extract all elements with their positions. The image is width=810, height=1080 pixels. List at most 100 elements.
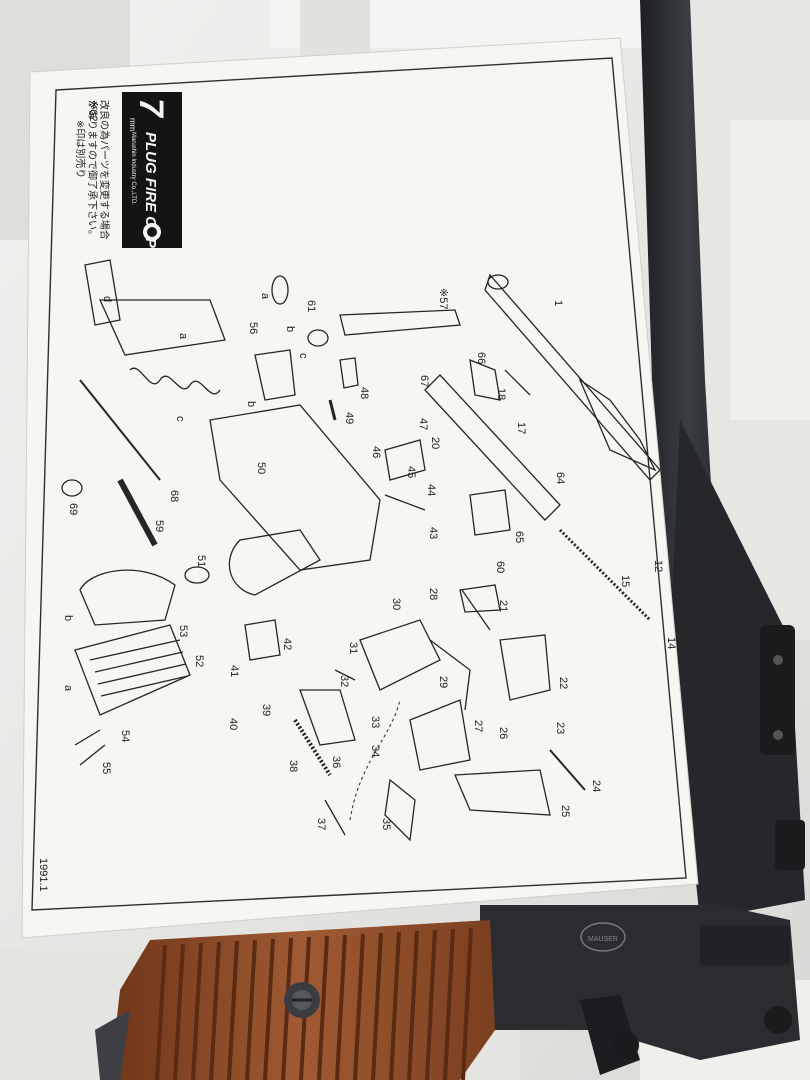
brand-line: PLUG FIRE CAP	[142, 132, 159, 249]
mauser-badge: MAUSER	[580, 922, 626, 952]
grip-grooves	[155, 927, 473, 1080]
grip-groove	[353, 933, 365, 1080]
part-label-p54: 54	[119, 730, 131, 742]
part-label-p23: 23	[554, 722, 566, 734]
grip-groove	[209, 941, 221, 1080]
grip-groove	[263, 938, 275, 1080]
grip-groove	[371, 932, 383, 1080]
part-label-p52: 52	[193, 655, 205, 667]
grip-groove	[335, 934, 347, 1080]
pistol-frame	[670, 420, 805, 920]
part-label-p47: 47	[417, 418, 429, 430]
part-label-p31: 31	[347, 642, 359, 654]
warn0: 改良の為パーツを変更する場合	[98, 100, 111, 240]
ref-note: ※62	[87, 100, 99, 121]
grip-groove	[407, 930, 419, 1080]
grip-groove	[461, 927, 473, 1080]
grip-groove	[191, 942, 203, 1080]
part-label-p60: 60	[494, 561, 506, 573]
part-label-p56: 56	[247, 322, 259, 334]
grip-groove	[389, 931, 401, 1080]
part-label-sc1: c	[297, 353, 309, 359]
warn1: がありますので御了承下さい。	[86, 100, 99, 240]
part-label-p20: 20	[429, 437, 441, 449]
part-label-p15: 15	[619, 575, 631, 587]
part-label-p37: 37	[315, 818, 327, 830]
part-label-p61: 61	[305, 300, 317, 312]
grip-groove	[245, 939, 257, 1080]
part-label-p69: 69	[67, 503, 79, 515]
part-label-p42: 42	[281, 638, 293, 650]
part-label-p25: 25	[559, 805, 571, 817]
brand-logo-block: 7 mm PLUG FIRE CAP Marushin Industry Co.…	[122, 92, 182, 249]
brand-num: 7	[132, 98, 170, 119]
part-drawings	[61, 259, 661, 842]
warning-text-block: ※62 改良の為パーツを変更する場合 がありますので御了承下さい。 ※印は別売り	[74, 100, 111, 240]
grip-groove	[173, 943, 185, 1080]
part-label-p21: 21	[497, 600, 509, 612]
part-label-p33: 33	[369, 716, 381, 728]
part-label-p34: 34	[369, 745, 381, 757]
part-label-p24: 24	[590, 780, 602, 792]
brand-unit: mm	[128, 118, 137, 132]
part-label-p55: 55	[100, 762, 112, 774]
grip-groove	[317, 935, 329, 1080]
part-label-p29: 29	[437, 676, 449, 688]
part-label-p41: 41	[228, 665, 240, 677]
part-label-sb1: b	[284, 326, 296, 332]
part-label-p17: 17	[515, 422, 527, 434]
part-label-p65: 65	[513, 531, 525, 543]
maker-text: Marushin Industry Co.,LTD.	[130, 132, 136, 205]
grip-groove	[443, 928, 455, 1080]
part-label-p64: 64	[554, 472, 566, 484]
part-label-p44: 44	[425, 484, 437, 496]
part-label-p53: 53	[177, 625, 189, 637]
part-label-sa3: a	[62, 685, 74, 692]
year-code: 1991.1	[37, 858, 49, 892]
part-label-p66: 66	[475, 352, 487, 364]
part-label-sb3: b	[62, 615, 74, 621]
part-label-p46: 46	[370, 446, 382, 458]
part-label-p18: 18	[495, 388, 507, 400]
part-label-p39: 39	[260, 704, 272, 716]
part-label-sa2: a	[177, 333, 189, 340]
warn2: ※印は別売り	[74, 120, 87, 178]
part-label-p57: ※57	[437, 288, 449, 309]
part-label-p35: 35	[380, 818, 392, 830]
part-label-p45: 45	[405, 466, 417, 478]
grip-groove	[425, 929, 437, 1080]
part-label-p50: 50	[255, 462, 267, 474]
part-label-p49: 49	[343, 412, 355, 424]
grip-groove	[227, 940, 239, 1080]
part-label-p26: 26	[497, 727, 509, 739]
sheet-paper	[21, 37, 699, 939]
part-label-p59: 59	[153, 520, 165, 532]
part-label-p43: 43	[427, 527, 439, 539]
part-label-p32: 32	[338, 675, 350, 687]
badge-text: MAUSER	[588, 936, 618, 943]
grip-groove	[155, 944, 167, 1080]
part-label-p67: 67	[418, 375, 430, 387]
part-label-sb2: b	[245, 401, 257, 407]
pistol: MAUSER	[95, 0, 805, 1080]
part-label-p14: 14	[665, 637, 677, 649]
part-label-p68: 68	[168, 490, 180, 502]
part-number-labels: 1 12 14 15 17 18 20 21 22 23 24 25 26 27 28 29 30 31 32 33 3…	[62, 288, 677, 830]
part-label-p28: 28	[427, 588, 439, 600]
parts-diagram-sheet: 7 mm PLUG FIRE CAP Marushin Industry Co.…	[21, 37, 699, 939]
sheet-border	[31, 57, 687, 911]
part-label-p1: 1	[552, 300, 564, 306]
part-label-p27: 27	[472, 720, 484, 732]
part-label-p12: 12	[652, 560, 664, 572]
part-label-p48: 48	[358, 387, 370, 399]
part-label-sd1: d	[101, 296, 113, 302]
part-label-p36: 36	[330, 756, 342, 768]
part-label-p38: 38	[287, 760, 299, 772]
part-label-p51: 51	[195, 555, 207, 567]
part-label-p30: 30	[390, 598, 402, 610]
part-label-sc2: c	[174, 416, 186, 422]
part-label-p22: 22	[557, 677, 569, 689]
part-label-p40: 40	[227, 718, 239, 730]
part-label-sa1: a	[259, 293, 271, 300]
